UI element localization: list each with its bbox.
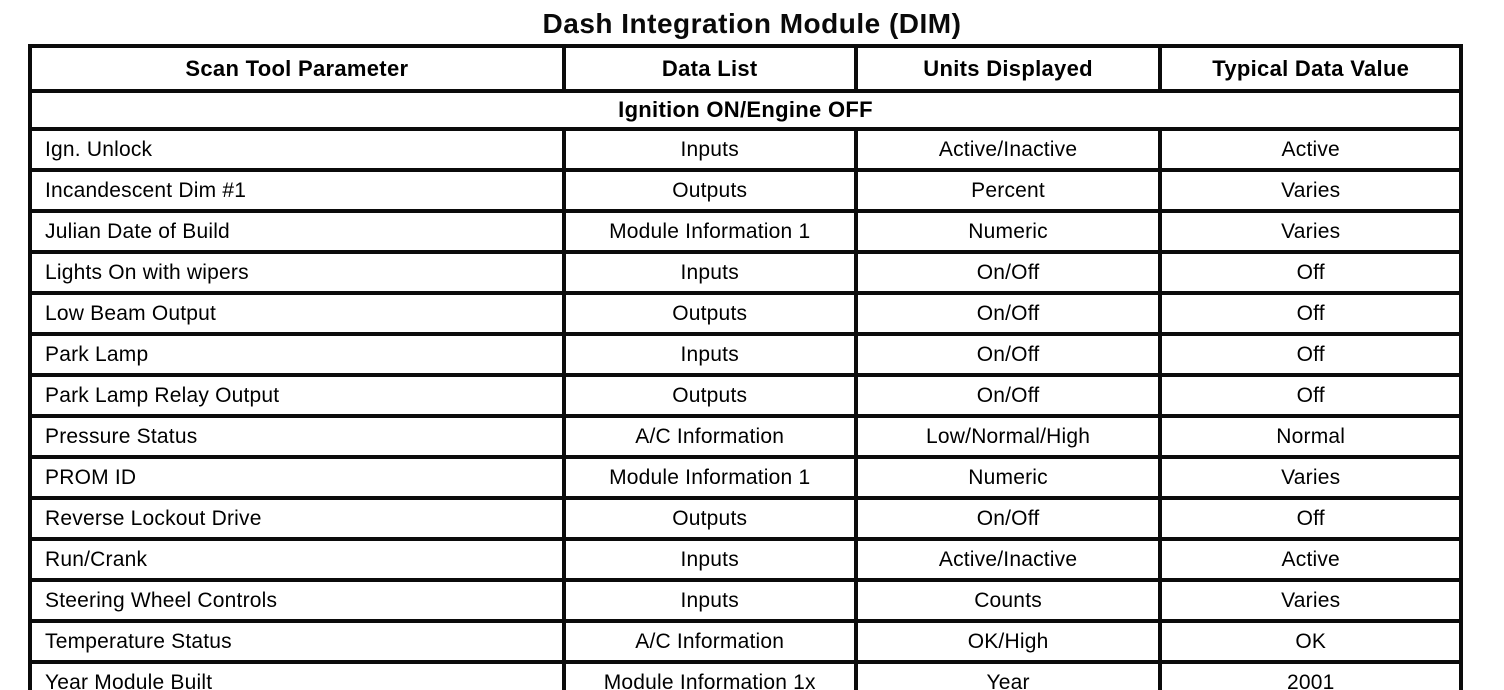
cell-data-list: A/C Information (561, 619, 858, 664)
cell-units-displayed: Active/Inactive (853, 127, 1163, 172)
cell-units-displayed: On/Off (853, 332, 1163, 377)
cell-parameter: Park Lamp Relay Output (28, 373, 566, 418)
cell-units-displayed: OK/High (853, 619, 1163, 664)
cell-units-displayed: Numeric (853, 209, 1163, 254)
cell-parameter: Low Beam Output (28, 291, 566, 336)
cell-units-displayed: On/Off (853, 250, 1163, 295)
column-header-units-displayed: Units Displayed (853, 44, 1163, 93)
cell-units-displayed: Numeric (853, 455, 1163, 500)
cell-typical-data-value: Varies (1158, 455, 1463, 500)
cell-data-list: Outputs (561, 168, 858, 213)
cell-typical-data-value: Active (1158, 537, 1463, 582)
cell-units-displayed: On/Off (853, 291, 1163, 336)
cell-data-list: Inputs (561, 332, 858, 377)
cell-typical-data-value: Varies (1158, 578, 1463, 623)
column-header-scan-tool-parameter: Scan Tool Parameter (28, 44, 566, 93)
cell-parameter: Temperature Status (28, 619, 566, 664)
cell-parameter: Lights On with wipers (28, 250, 566, 295)
cell-parameter: Reverse Lockout Drive (28, 496, 566, 541)
cell-data-list: Outputs (561, 291, 858, 336)
column-header-typical-data-value: Typical Data Value (1158, 44, 1463, 93)
cell-units-displayed: Year (853, 660, 1163, 690)
section-header-ignition-on-engine-off: Ignition ON/Engine OFF (28, 89, 1463, 131)
cell-typical-data-value: Off (1158, 373, 1463, 418)
cell-typical-data-value: Off (1158, 250, 1463, 295)
cell-data-list: Module Information 1 (561, 209, 858, 254)
cell-typical-data-value: OK (1158, 619, 1463, 664)
cell-data-list: Module Information 1 (561, 455, 858, 500)
cell-typical-data-value: Active (1158, 127, 1463, 172)
table-header-row: Scan Tool Parameter Data List Units Disp… (28, 44, 1463, 93)
cell-parameter: Run/Crank (28, 537, 566, 582)
cell-parameter: Pressure Status (28, 414, 566, 459)
cell-data-list: Module Information 1x (561, 660, 858, 690)
cell-parameter: Incandescent Dim #1 (28, 168, 566, 213)
cell-typical-data-value: Off (1158, 291, 1463, 336)
page-title: Dash Integration Module (DIM) (542, 8, 962, 39)
cell-units-displayed: On/Off (853, 373, 1163, 418)
cell-typical-data-value: Varies (1158, 168, 1463, 213)
cell-units-displayed: Percent (853, 168, 1163, 213)
cell-parameter: PROM ID (28, 455, 566, 500)
cell-units-displayed: On/Off (853, 496, 1163, 541)
cell-data-list: Inputs (561, 578, 858, 623)
cell-units-displayed: Active/Inactive (853, 537, 1163, 582)
cell-data-list: Outputs (561, 373, 858, 418)
cell-parameter: Year Module Built (28, 660, 566, 690)
cell-parameter: Ign. Unlock (28, 127, 566, 172)
cell-typical-data-value: Varies (1158, 209, 1463, 254)
cell-data-list: Inputs (561, 250, 858, 295)
cell-parameter: Park Lamp (28, 332, 566, 377)
cell-data-list: A/C Information (561, 414, 858, 459)
cell-data-list: Inputs (561, 127, 858, 172)
cell-typical-data-value: Off (1158, 496, 1463, 541)
cell-typical-data-value: Normal (1158, 414, 1463, 459)
cell-parameter: Steering Wheel Controls (28, 578, 566, 623)
cell-units-displayed: Low/Normal/High (853, 414, 1163, 459)
cell-typical-data-value: 2001 (1158, 660, 1463, 690)
column-header-data-list: Data List (561, 44, 858, 93)
scan-tool-parameter-table: Scan Tool Parameter Data List Units Disp… (28, 44, 1463, 690)
cell-data-list: Inputs (561, 537, 858, 582)
table-header: Scan Tool Parameter Data List Units Disp… (28, 44, 1463, 131)
cell-data-list: Outputs (561, 496, 858, 541)
section-header-row: Ignition ON/Engine OFF (28, 89, 1463, 131)
cell-parameter: Julian Date of Build (28, 209, 566, 254)
cell-typical-data-value: Off (1158, 332, 1463, 377)
cell-units-displayed: Counts (853, 578, 1163, 623)
